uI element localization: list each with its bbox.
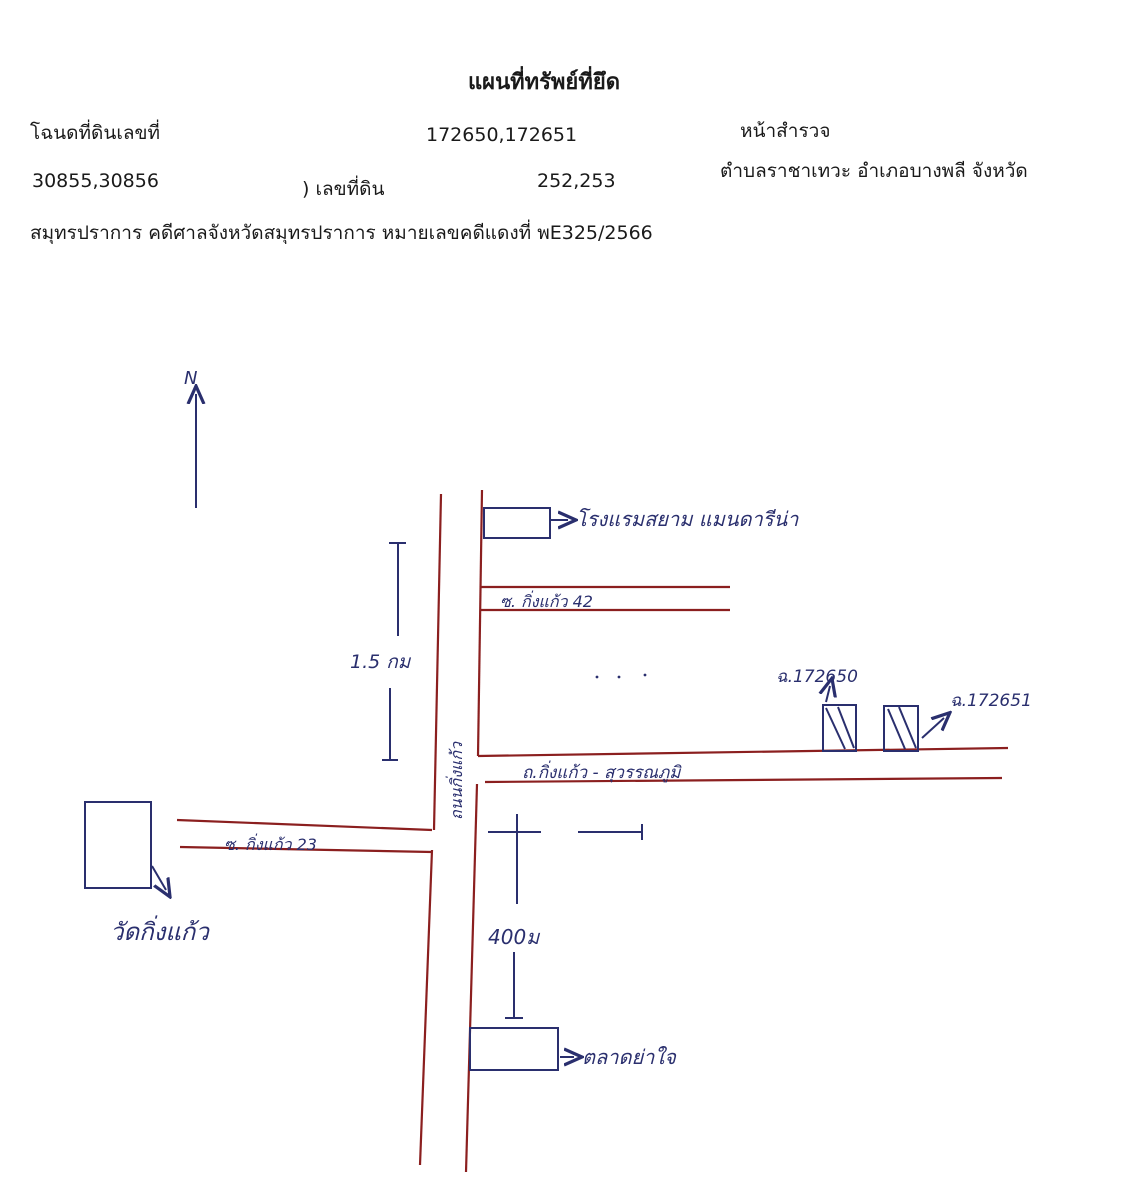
market-building (469, 1027, 559, 1071)
east-road-label: ถ.กิ่งแก้ว - สุวรรณภูมิ (522, 760, 682, 783)
east-road-south-edge (484, 776, 1003, 784)
soi-42-label: ซ. กิ่งแก้ว 42 (500, 590, 593, 611)
land-numbers: 252,253 (537, 170, 616, 192)
hotel-building (483, 507, 551, 539)
deed-label: โฉนดที่ดินเลขที่ (30, 122, 160, 144)
roads (176, 489, 1009, 1173)
land-no-label: ) เลขที่ดิน (302, 178, 385, 200)
location-line: ตำบลราชาเทวะ อำเภอบางพลี จังหวัด (720, 160, 1028, 182)
soi-23-label: ซ. กิ่งแก้ว 23 (224, 833, 317, 854)
soi-23-south-edge (179, 845, 433, 854)
parcel-172650-arrow (826, 686, 830, 703)
distance-marker-south (488, 814, 643, 1019)
north-label: N (184, 368, 197, 389)
dots (595, 673, 647, 679)
east-road-north-edge (477, 746, 1009, 758)
distance-north-label: 1.5 กม (350, 651, 412, 673)
temple-building (84, 801, 152, 889)
deed-left-label: ฉ.172650 (776, 667, 858, 687)
deed-numbers: 172650,172651 (426, 124, 578, 146)
temple-arrow (151, 865, 166, 890)
parcel-172651 (883, 705, 919, 752)
market-label: ตลาดย่าใจ (582, 1045, 677, 1069)
main-road-east-edge-north (476, 489, 484, 757)
soi-23-north-edge (176, 818, 433, 832)
deed-right-label: ฉ.172651 (950, 691, 1032, 711)
main-road-west-edge (432, 493, 443, 831)
survey-page-label: หน้าสำรวจ (740, 120, 831, 142)
temple-label: วัดกิ่งแก้ว (110, 915, 210, 946)
main-road-east-edge-south (464, 783, 479, 1173)
parcel-172650-hatch (825, 707, 846, 750)
page-title: แผนที่ทรัพย์ที่ยึด (468, 70, 621, 95)
survey-numbers: 30855,30856 (32, 170, 159, 192)
parcel-172650-hatch-2 (837, 706, 855, 749)
main-road-label: ถนนกิ่งแก้ว (445, 741, 466, 820)
hotel-label: โรงแรมสยาม แมนดารีน่า (576, 507, 799, 531)
parcel-172651-hatch-2 (898, 706, 917, 749)
parcel-172651-hatch (887, 708, 906, 750)
parcel-172651-arrow (921, 718, 944, 739)
distance-south-label: 400ม (488, 925, 541, 949)
main-road-west-edge-south (418, 849, 434, 1166)
parcel-172650 (822, 704, 857, 752)
distance-marker-north (382, 542, 406, 761)
case-line: สมุทรปราการ คดีศาลจังหวัดสมุทรปราการ หมา… (30, 222, 653, 244)
